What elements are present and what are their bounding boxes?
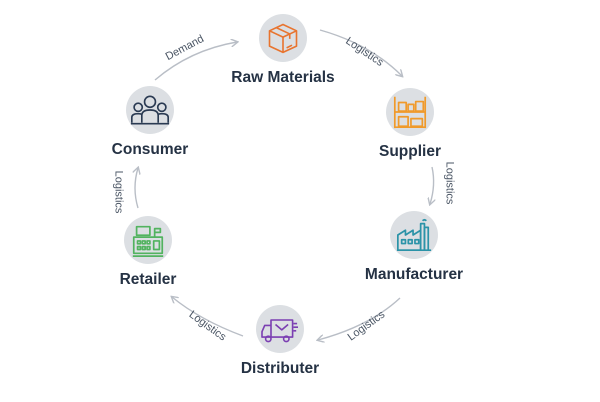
node-consumer: Consumer	[75, 86, 225, 159]
node-label: Consumer	[111, 141, 189, 158]
node-label: Manufacturer	[364, 266, 464, 283]
node-label: Raw Materials	[231, 69, 335, 86]
people-icon	[126, 86, 174, 134]
node-retailer: Retailer	[73, 216, 223, 289]
arrow-retailer-to-consumer	[135, 168, 138, 209]
node-supplier: Supplier	[335, 88, 485, 161]
arrow-consumer-to-raw-materials	[154, 42, 237, 81]
warehouse-shelves-icon	[386, 88, 434, 136]
cash-register-icon	[124, 216, 172, 264]
delivery-truck-icon	[256, 305, 304, 353]
connector-label-logistics: Logistics	[112, 170, 125, 214]
node-label: Distributer	[240, 360, 320, 377]
node-label: Supplier	[378, 143, 441, 160]
node-raw-materials: Raw Materials	[208, 14, 358, 87]
arrow-supplier-to-manufacturer	[430, 166, 434, 204]
box-icon	[259, 14, 307, 62]
node-manufacturer: Manufacturer	[339, 211, 489, 284]
arrow-manufacturer-to-distributer	[318, 297, 401, 340]
factory-icon	[390, 211, 438, 259]
connector-label-logistics: Logistics	[443, 161, 456, 205]
arrow-distributer-to-retailer	[172, 297, 244, 337]
node-label: Retailer	[119, 271, 177, 288]
arrow-raw-materials-to-supplier	[319, 29, 402, 76]
node-distributer: Distributer	[205, 305, 355, 378]
